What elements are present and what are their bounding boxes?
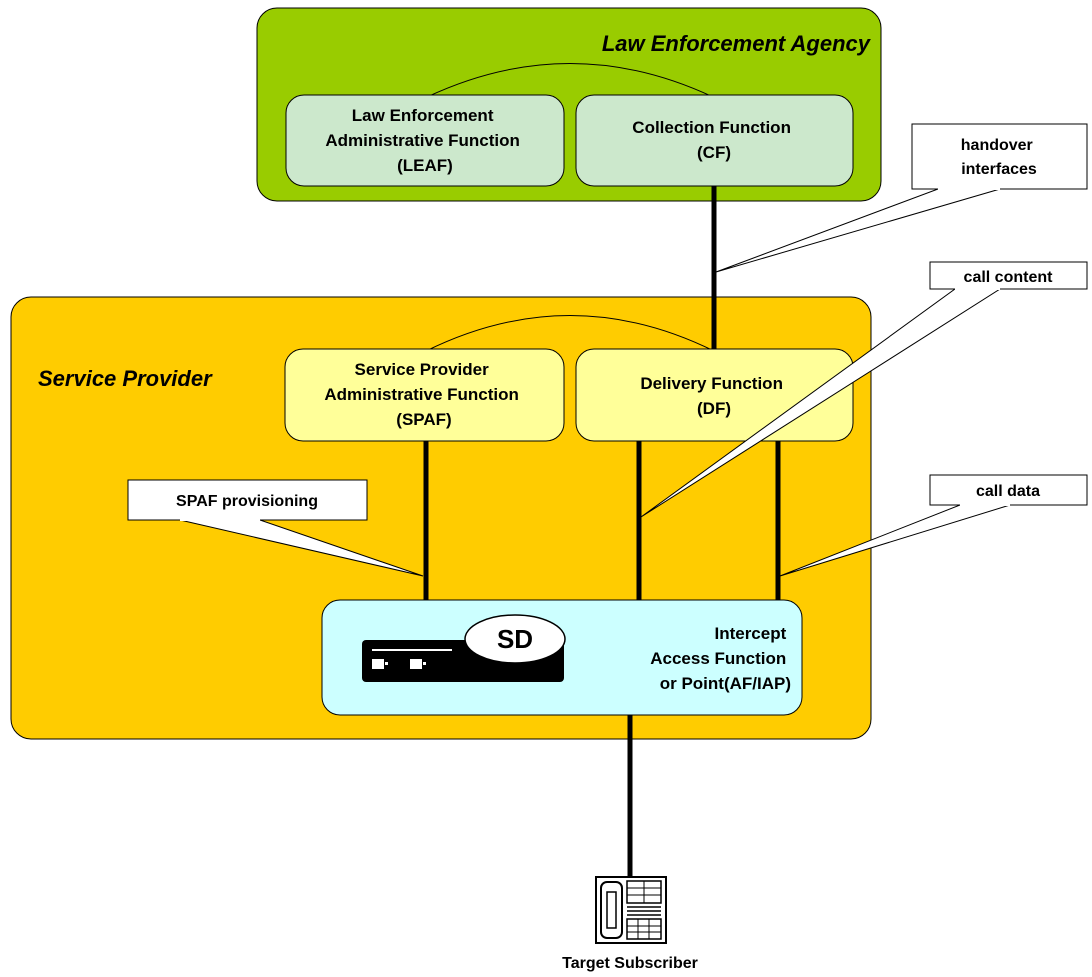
call-content-callout-box bbox=[929, 261, 1088, 290]
call-data-callout-label: call data bbox=[976, 483, 1040, 500]
df-label: Delivery Function (DF) bbox=[640, 374, 787, 418]
telephone-icon bbox=[595, 876, 667, 944]
cf-box bbox=[575, 94, 854, 187]
sd-device-icon: SD bbox=[362, 614, 566, 682]
spaf-label: Service Provider Administrative Function… bbox=[324, 360, 523, 429]
sp-link-arc bbox=[425, 315, 715, 352]
handover-callout-box bbox=[911, 123, 1088, 190]
sd-label: SD bbox=[497, 624, 533, 654]
call-content-callout-label: call content bbox=[964, 269, 1054, 286]
sp-title: Service Provider bbox=[38, 366, 213, 391]
call-data-callout-box bbox=[929, 474, 1088, 506]
cf-label: Collection Function (CF) bbox=[632, 118, 795, 162]
spaf-provisioning-callout-box bbox=[127, 479, 368, 521]
handover-callout-label: handover interfaces bbox=[961, 137, 1037, 178]
lea-link-arc bbox=[426, 63, 714, 98]
leaf-label: Law Enforcement Administrative Function … bbox=[325, 106, 524, 175]
target-subscriber-label: Target Subscriber bbox=[562, 955, 698, 972]
lea-title: Law Enforcement Agency bbox=[602, 31, 872, 56]
spaf-provisioning-callout-label: SPAF provisioning bbox=[176, 493, 318, 510]
iap-label: Intercept Access Function or Point(AF/IA… bbox=[650, 624, 791, 693]
leaf-box bbox=[285, 94, 565, 187]
